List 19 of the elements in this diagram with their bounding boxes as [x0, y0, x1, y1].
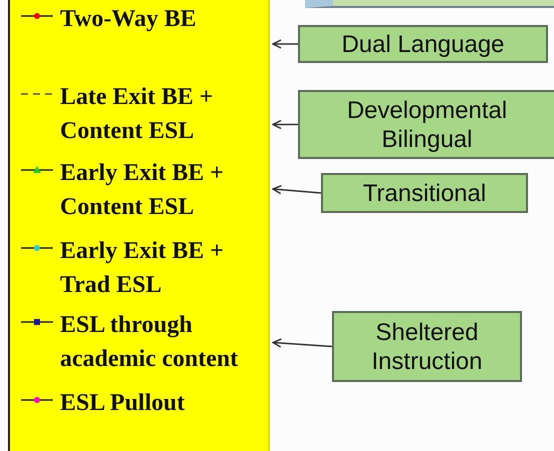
arrow [272, 120, 298, 130]
program-box [332, 311, 522, 382]
legend-label: Early Exit BE + Content ESL [60, 159, 225, 222]
box-label: Dual Language [342, 30, 504, 58]
program-box [321, 173, 528, 213]
program-box [298, 25, 548, 63]
program-box [298, 90, 554, 159]
box-label: Developmental Bilingual [346, 96, 508, 154]
legend-label: Early Exit BE + Trad ESL [60, 237, 225, 300]
arrow [272, 39, 298, 49]
arrow [272, 338, 332, 348]
box-label: Transitional [362, 178, 486, 208]
legend-panel [8, 0, 270, 451]
legend-label: ESL through academic content [60, 311, 239, 374]
legend-label: Two-Way BE [60, 5, 196, 34]
box-label: Sheltered Instruction [370, 318, 484, 376]
legend-label: ESL Pullout [60, 389, 185, 418]
legend-label: Late Exit BE + Content ESL [60, 83, 214, 146]
arrow [272, 184, 322, 194]
